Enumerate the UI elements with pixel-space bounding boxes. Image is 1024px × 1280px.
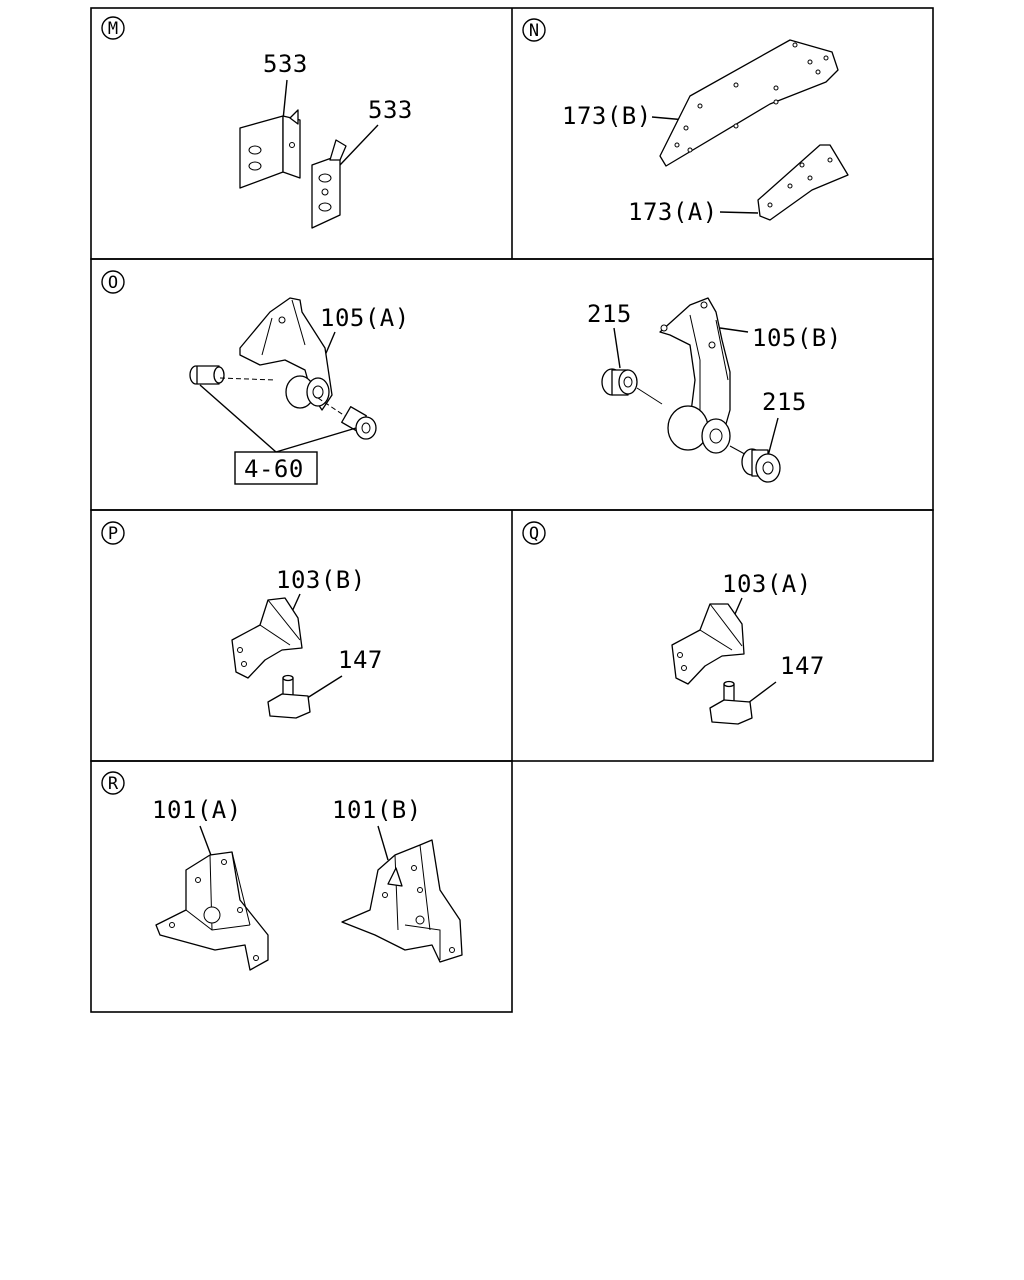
bracket-533-right (311, 139, 347, 229)
part-label-215-upper[interactable]: 215 (587, 300, 632, 328)
svg-text:Q: Q (529, 524, 539, 544)
part-label-173a[interactable]: 173(A) (628, 198, 718, 226)
part-label-173b[interactable]: 173(B) (562, 102, 652, 130)
part-label-533-right[interactable]: 533 (368, 96, 413, 124)
bolt-4-60-right (317, 397, 377, 440)
section-p: P 103(B) 147 (101, 521, 383, 719)
svg-text:N: N (529, 21, 539, 41)
part-label-215-lower[interactable]: 215 (762, 388, 807, 416)
part-label-147-q[interactable]: 147 (780, 652, 825, 680)
bracket-103b (231, 597, 303, 679)
part-label-105b[interactable]: 105(B) (752, 324, 842, 352)
section-marker-p: P (101, 521, 125, 545)
section-marker-n: N (522, 18, 546, 42)
svg-text:O: O (108, 273, 118, 293)
section-marker-o: O (101, 270, 125, 294)
bushing-215-lower (729, 445, 781, 483)
reference-box-4-60[interactable]: 4-60 (234, 451, 318, 485)
svg-text:M: M (108, 19, 118, 39)
svg-text:P: P (108, 524, 118, 544)
part-label-101a[interactable]: 101(A) (152, 796, 242, 824)
plate-173b (659, 39, 839, 167)
arm-105a (239, 297, 333, 411)
section-m: M 533 533 (101, 16, 413, 229)
section-q: Q 103(A) 147 (522, 521, 825, 725)
bushing-215-upper (601, 368, 663, 405)
section-o: O 105(A) 4-60 (101, 270, 842, 485)
part-label-103b[interactable]: 103(B) (276, 566, 366, 594)
bracket-533-left (239, 109, 301, 189)
reference-label-4-60: 4-60 (244, 455, 304, 483)
arm-105b (659, 297, 731, 454)
part-label-103a[interactable]: 103(A) (722, 570, 812, 598)
section-marker-m: M (101, 16, 125, 40)
grid-frame (90, 7, 934, 1013)
part-label-533-left[interactable]: 533 (263, 50, 308, 78)
section-marker-q: Q (522, 521, 546, 545)
bracket-103a (671, 603, 745, 685)
bracket-101b (341, 839, 463, 963)
section-r: R 101(A) 101(B) (101, 771, 463, 971)
bracket-101a (155, 851, 269, 971)
part-label-105a[interactable]: 105(A) (320, 304, 410, 332)
part-label-101b[interactable]: 101(B) (332, 796, 422, 824)
stopper-147-q (709, 680, 753, 725)
plate-173a (757, 144, 849, 221)
svg-text:R: R (108, 774, 119, 794)
section-n: N 173(B) 173(A) (522, 18, 849, 226)
stopper-147-p (267, 674, 311, 719)
part-label-147-p[interactable]: 147 (338, 646, 383, 674)
bolt-4-60-left (189, 365, 276, 385)
section-marker-r: R (101, 771, 125, 795)
